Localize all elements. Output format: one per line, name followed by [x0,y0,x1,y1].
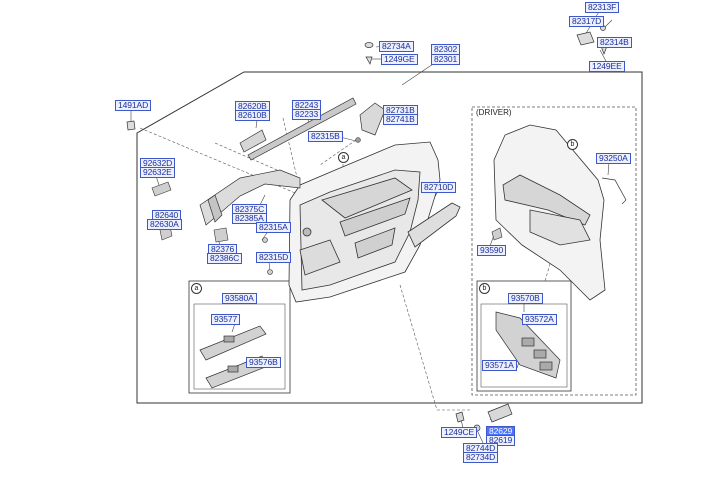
part-label-93576B[interactable]: 93576B [246,357,281,368]
part-label-93572A[interactable]: 93572A [522,314,557,325]
detail-box-a-inner [193,303,286,390]
part-label-82315A[interactable]: 82315A [256,222,291,233]
part-label-93250A[interactable]: 93250A [596,153,631,164]
detail-b-marker: b [479,283,490,294]
part-label-82315B[interactable]: 82315B [308,131,343,142]
part-label-82610B[interactable]: 82610B [235,110,270,121]
part-label-1249GE[interactable]: 1249GE [381,54,418,65]
detail-box-b [476,280,572,392]
part-label-82630A[interactable]: 82630A [147,219,182,230]
part-label-93590[interactable]: 93590 [477,245,507,256]
driver-note: (DRIVER) [476,108,512,117]
part-label-82385A[interactable]: 82385A [232,213,267,224]
part-label-93577[interactable]: 93577 [211,314,241,325]
part-label-82314B[interactable]: 82314B [597,37,632,48]
part-label-82734A[interactable]: 82734A [379,41,414,52]
top-clips [126,25,608,131]
door-panel [288,141,441,303]
part-label-82233[interactable]: 82233 [292,109,322,120]
main-frame [136,71,643,404]
clip-82315B [355,137,361,143]
part-label-93580A[interactable]: 93580A [222,293,257,304]
driver-box [471,106,637,396]
upper-bracket [359,102,386,136]
window-switch-cable [601,177,627,205]
part-label-1491AD[interactable]: 1491AD [115,100,152,111]
callout-a-marker: a [338,152,349,163]
armrest [407,202,461,248]
part-label-82734D[interactable]: 82734D [463,452,499,463]
part-label-82301[interactable]: 82301 [431,54,461,65]
part-label-82710D[interactable]: 82710D [421,182,457,193]
part-label-82315D[interactable]: 82315D [256,252,292,263]
part-label-93571A[interactable]: 93571A [482,360,517,371]
callout-b-marker: b [567,139,578,150]
part-label-92632E[interactable]: 92632E [140,167,175,178]
part-label-82619[interactable]: 82619 [486,435,516,446]
pull-handle [199,169,301,226]
part-label-82317D[interactable]: 82317D [569,16,605,27]
driver-door-panel [493,124,606,301]
bracket-93590 [491,227,503,241]
detail-a-marker: a [191,283,202,294]
part-label-93570B[interactable]: 93570B [508,293,543,304]
part-label-1249EE[interactable]: 1249EE [589,61,625,72]
part-label-82741B[interactable]: 82741B [383,114,418,125]
switch-assembly-b [495,311,561,379]
part-label-82386C[interactable]: 82386C [207,253,243,264]
detail-box-a [188,280,291,394]
small-trim [239,129,267,153]
bottom-parts [455,403,513,432]
part-label-82313F[interactable]: 82313F [585,2,620,13]
part-label-1249CE[interactable]: 1249CE [441,427,478,438]
